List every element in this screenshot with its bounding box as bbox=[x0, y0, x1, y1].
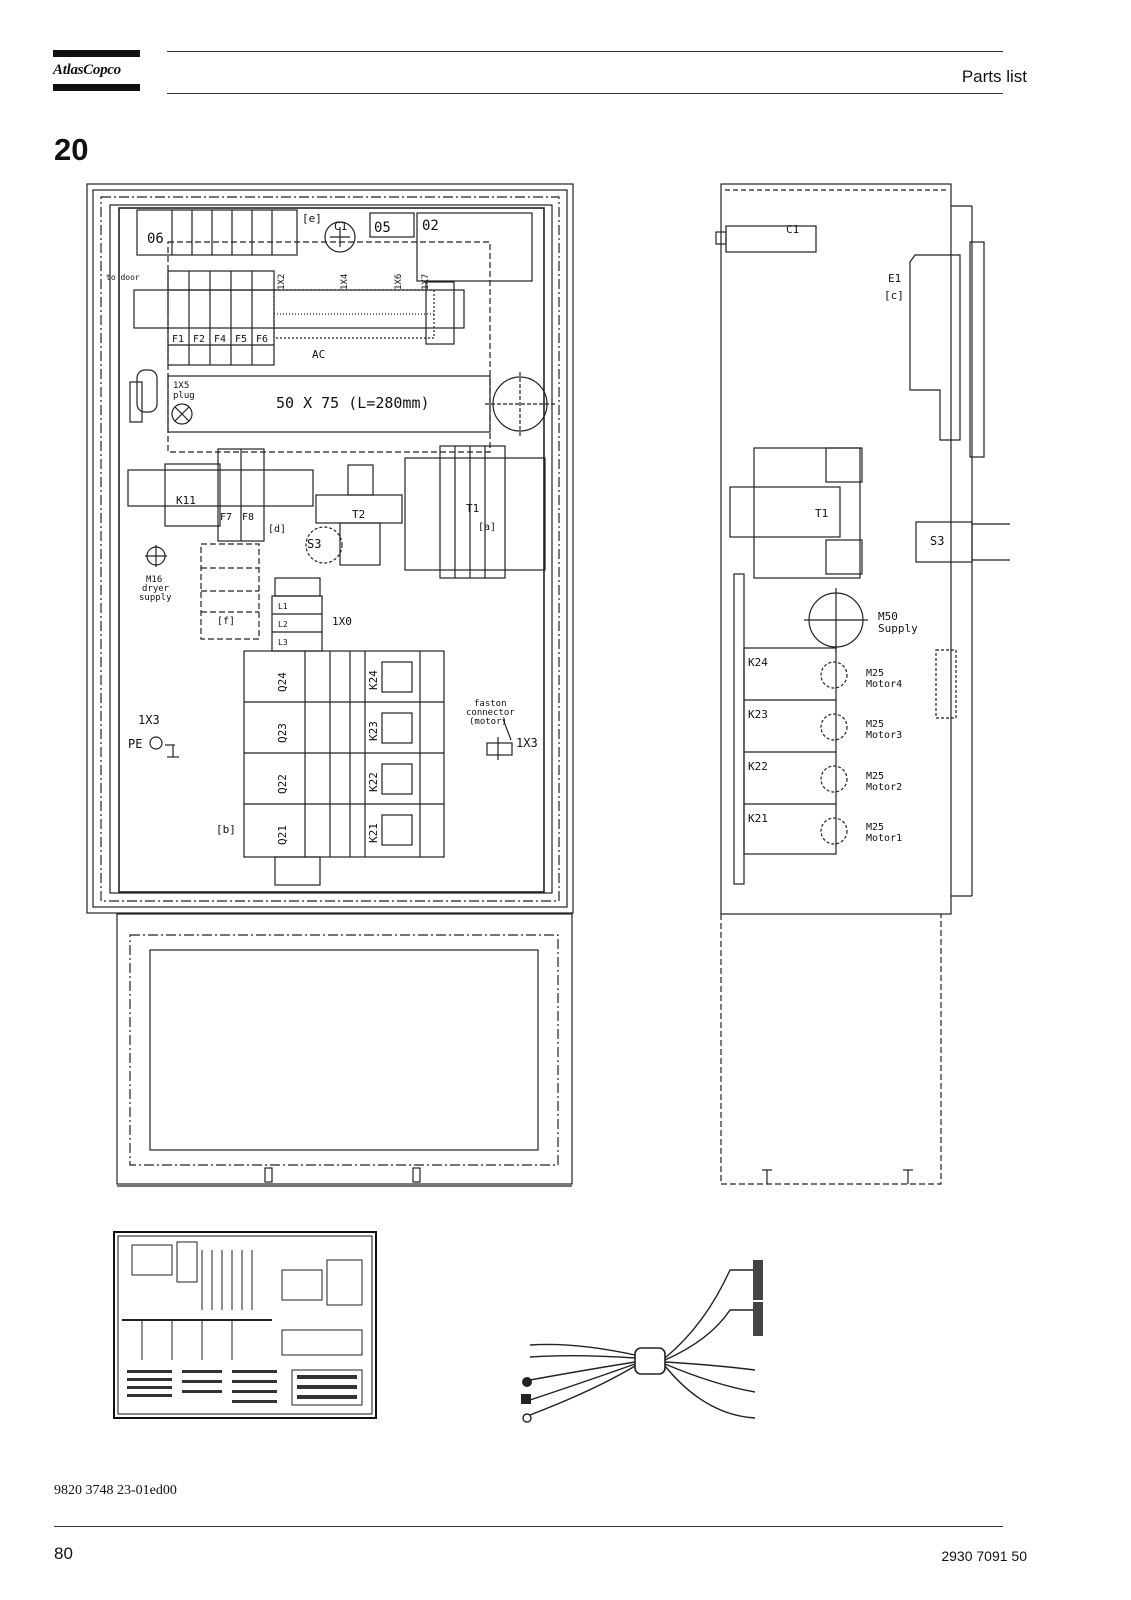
logo-bar-bottom bbox=[53, 84, 140, 91]
label-f: [f] bbox=[217, 616, 235, 627]
label-l1: L1 bbox=[278, 602, 288, 611]
document-code: 9820 3748 23-01ed00 bbox=[54, 1483, 177, 1498]
label-l2: L2 bbox=[278, 620, 288, 629]
label-q22: Q22 bbox=[276, 774, 289, 794]
side-label-k24: K24 bbox=[748, 656, 768, 669]
label-to-door: to door bbox=[106, 273, 140, 282]
footer-rule bbox=[54, 1526, 1003, 1527]
label-a: [a] bbox=[478, 522, 496, 533]
label-1x6: 1X6 bbox=[394, 274, 404, 290]
header-title: Parts list bbox=[961, 67, 1027, 86]
label-plug: plug bbox=[173, 391, 195, 401]
label-duct: 50 X 75 (L=280mm) bbox=[276, 394, 430, 412]
fuse-f5: F5 bbox=[235, 334, 247, 345]
side-label-k21: K21 bbox=[748, 812, 768, 825]
label-t1: T1 bbox=[466, 502, 479, 515]
side-label-k22: K22 bbox=[748, 760, 768, 773]
label-q24: Q24 bbox=[276, 672, 289, 692]
side-label-t1: T1 bbox=[815, 507, 828, 520]
side-label-supply: Supply bbox=[878, 622, 918, 635]
label-k23: K23 bbox=[367, 721, 380, 741]
label-06: 06 bbox=[147, 231, 164, 247]
side-label-motor2: Motor2 bbox=[866, 782, 902, 793]
header-rule-top bbox=[167, 51, 1003, 52]
side-label-m25-2: M25 bbox=[866, 771, 884, 782]
side-label-c: [c] bbox=[884, 289, 904, 302]
atlas-copco-logo: AtlasCopco bbox=[53, 62, 121, 78]
label-dryer: dryer bbox=[142, 584, 170, 594]
label-1x5: 1X5 bbox=[173, 381, 189, 391]
fuse-f6: F6 bbox=[256, 334, 268, 345]
side-label-m25-3: M25 bbox=[866, 719, 884, 730]
label-k21: K21 bbox=[367, 823, 380, 843]
document-number: 2930 7091 50 bbox=[941, 1548, 1027, 1564]
side-label-m50: M50 bbox=[878, 610, 898, 623]
label-1x0: 1X0 bbox=[332, 615, 352, 628]
label-q21: Q21 bbox=[276, 825, 289, 845]
fuse-f1: F1 bbox=[172, 334, 184, 345]
label-1x7: 1X7 bbox=[421, 274, 431, 290]
label-05: 05 bbox=[374, 220, 391, 236]
label-1x2: 1X2 bbox=[277, 274, 287, 290]
section-number: 20 bbox=[54, 132, 89, 167]
label-s3: S3 bbox=[307, 537, 321, 551]
label-q23: Q23 bbox=[276, 723, 289, 743]
label-ac: AC bbox=[312, 348, 325, 361]
side-label-s3: S3 bbox=[930, 534, 944, 548]
label-k24: K24 bbox=[367, 670, 380, 690]
page-number: 80 bbox=[54, 1544, 73, 1563]
side-label-e1: E1 bbox=[888, 272, 901, 285]
side-label-c1: C1 bbox=[786, 223, 799, 236]
label-m16: M16 bbox=[146, 575, 162, 585]
label-02: 02 bbox=[422, 218, 439, 234]
side-label-motor4: Motor4 bbox=[866, 679, 902, 690]
side-label-m25-1: M25 bbox=[866, 822, 884, 833]
side-label-m25-4: M25 bbox=[866, 668, 884, 679]
label-motor: (motor) bbox=[469, 717, 507, 727]
label-k11: K11 bbox=[176, 494, 196, 507]
label-f7: F7 bbox=[220, 512, 232, 523]
label-1x3: 1X3 bbox=[138, 713, 160, 727]
fuse-f2: F2 bbox=[193, 334, 205, 345]
label-b: [b] bbox=[216, 823, 236, 836]
side-label-motor1: Motor1 bbox=[866, 833, 902, 844]
label-1x4: 1X4 bbox=[340, 274, 350, 290]
side-view-drawing: C1 E1 [c] T1 S3 M50 Supply K24 K23 K22 K… bbox=[715, 183, 1010, 1185]
circuit-board-thumbnail bbox=[113, 1231, 377, 1419]
label-pe: PE bbox=[128, 737, 142, 751]
front-view-drawing: 06 [e] C1 05 02 to door 1X2 1X4 1X6 1X7 … bbox=[86, 183, 574, 1187]
label-l3: L3 bbox=[278, 638, 288, 647]
label-d: [d] bbox=[268, 524, 286, 535]
label-faston: faston bbox=[474, 699, 507, 709]
header-rule-bottom bbox=[167, 93, 1003, 94]
label-1x3b: 1X3 bbox=[516, 736, 538, 750]
label-c1: C1 bbox=[334, 220, 347, 233]
label-dryer-supply: supply bbox=[139, 593, 172, 603]
label-e: [e] bbox=[302, 212, 322, 225]
side-label-motor3: Motor3 bbox=[866, 730, 902, 741]
label-t2: T2 bbox=[352, 508, 365, 521]
label-k22: K22 bbox=[367, 772, 380, 792]
label-f8: F8 bbox=[242, 512, 254, 523]
logo-bar-top bbox=[53, 50, 140, 57]
wiring-harness-illustration bbox=[521, 1260, 763, 1423]
fuse-f4: F4 bbox=[214, 334, 226, 345]
label-connector: connector bbox=[466, 708, 515, 718]
side-label-k23: K23 bbox=[748, 708, 768, 721]
